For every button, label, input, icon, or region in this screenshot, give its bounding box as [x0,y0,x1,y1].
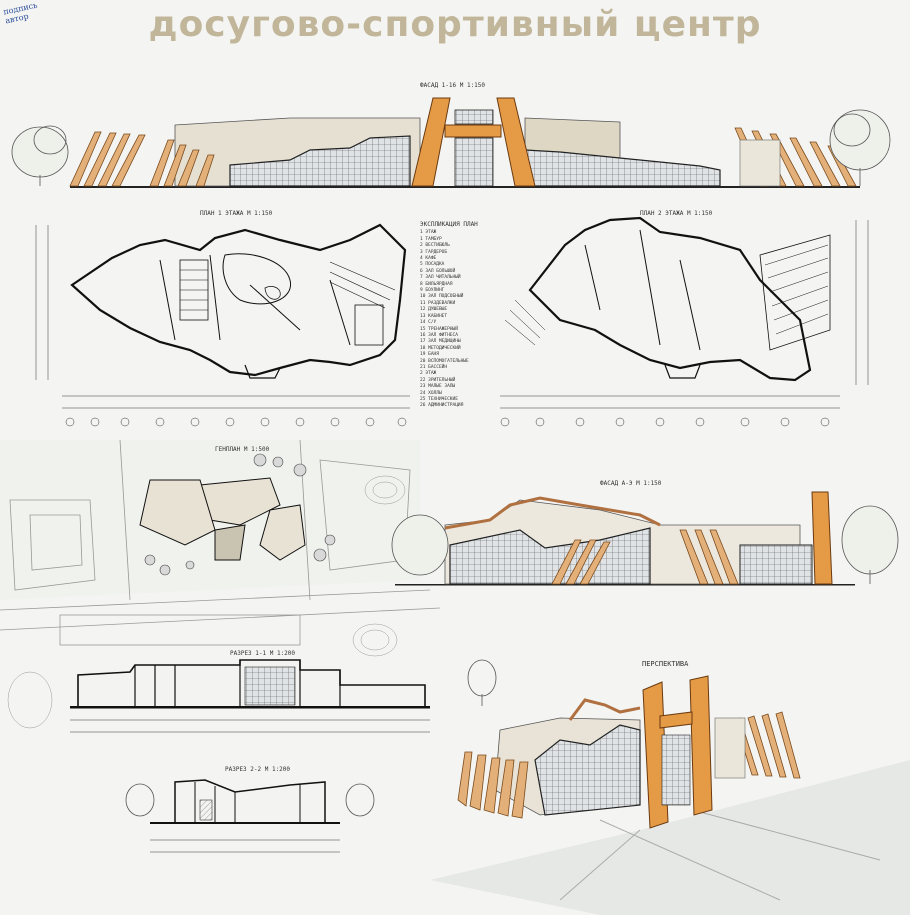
legend-item: 4 КАФЕ [420,256,437,262]
legend-item: 1 ТАМБУР [420,236,442,242]
perspective-label: ПЕРСПЕКТИВА [642,660,689,668]
section-2-2 [125,779,375,853]
legend-item: 23 МАЛЫЕ ЗАЛЫ [420,384,456,390]
side-facade [391,491,899,586]
legend-item: 26 АДМИНИСТРАЦИЯ [420,403,464,409]
legend-item: 20 ВСПОМОГАТЕЛЬНЫЕ [420,358,469,364]
section-1-label: РАЗРЕЗ 1-1 М 1:200 [230,650,296,657]
legend-item: 2 ВЕСТИБЮЛЬ [420,243,450,249]
legend-item: 25 ТЕХНИЧЕСКИЕ [420,396,458,402]
genplan-label: ГЕНПЛАН М 1:500 [215,446,270,453]
legend-item: 15 ТРЕНАЖЕРНЫЙ [420,326,458,332]
legend-item: 10 ЗАЛ ПОДСОБНЫЙ [420,294,464,300]
main-facade [11,97,891,188]
legend-item: 6 ЗАЛ БОЛЬШОЙ [420,268,456,274]
site-plan [0,439,441,729]
legend-item: 9 БОУЛИНГ [420,288,445,294]
sheet-title: досугово-спортивный центр [148,4,762,45]
legend-item: 22 ЗРИТЕЛЬНЫЙ [420,377,456,383]
legend-item: 5 ПОСАДКА [420,262,445,268]
plan-2-label: ПЛАН 2 ЭТАЖА М 1:150 [640,210,713,217]
plan-2-dimensions [500,220,869,427]
legend-item: 11 РАЗДЕВАЛКИ [420,300,456,306]
legend-item: 17 ЗАЛ МЕДИЦИНЫ [420,339,461,345]
legend-item: 1 ЭТАЖ [420,230,437,236]
legend-item: 14 С/У [420,320,437,326]
legend-item: 12 ДУШЕВЫЕ [420,307,448,313]
legend-item: 19 БАНЯ [420,352,439,358]
floor-plan-2 [504,216,831,382]
perspective-view [430,675,910,915]
facade-2-label: ФАСАД А-Э М 1:150 [600,480,662,487]
plan-1-dimensions [35,225,410,427]
legend-item: 21 БАССЕЙН [420,364,448,370]
legend-item: 3 ГАРДЕРОБ [420,249,448,255]
section-2-label: РАЗРЕЗ 2-2 М 1:200 [225,766,291,773]
legend-item: 7 ЗАЛ ЧИТАЛЬНЫЙ [420,275,461,281]
plan-1-label: ПЛАН 1 ЭТАЖА М 1:150 [200,210,273,217]
legend-item: 16 ЗАЛ ФИТНЕСА [420,332,458,338]
section-1-1 [70,659,497,733]
legend-item: 24 ХОЛЛЫ [420,390,442,396]
legend-item: 13 КАБИНЕТ [420,313,448,319]
floor-plan-1 [70,223,407,379]
legend-item: 18 МЕТОДИЧЕСКИЙ [420,345,461,351]
legend-item: 8 БИЛЬЯРДНАЯ [420,281,453,287]
legend-item: 2 ЭТАЖ [420,371,437,377]
facade-1-label: ФАСАД 1-16 М 1:150 [420,82,486,89]
legend-title: ЭКСПЛИКАЦИЯ ПЛАН [420,221,478,228]
